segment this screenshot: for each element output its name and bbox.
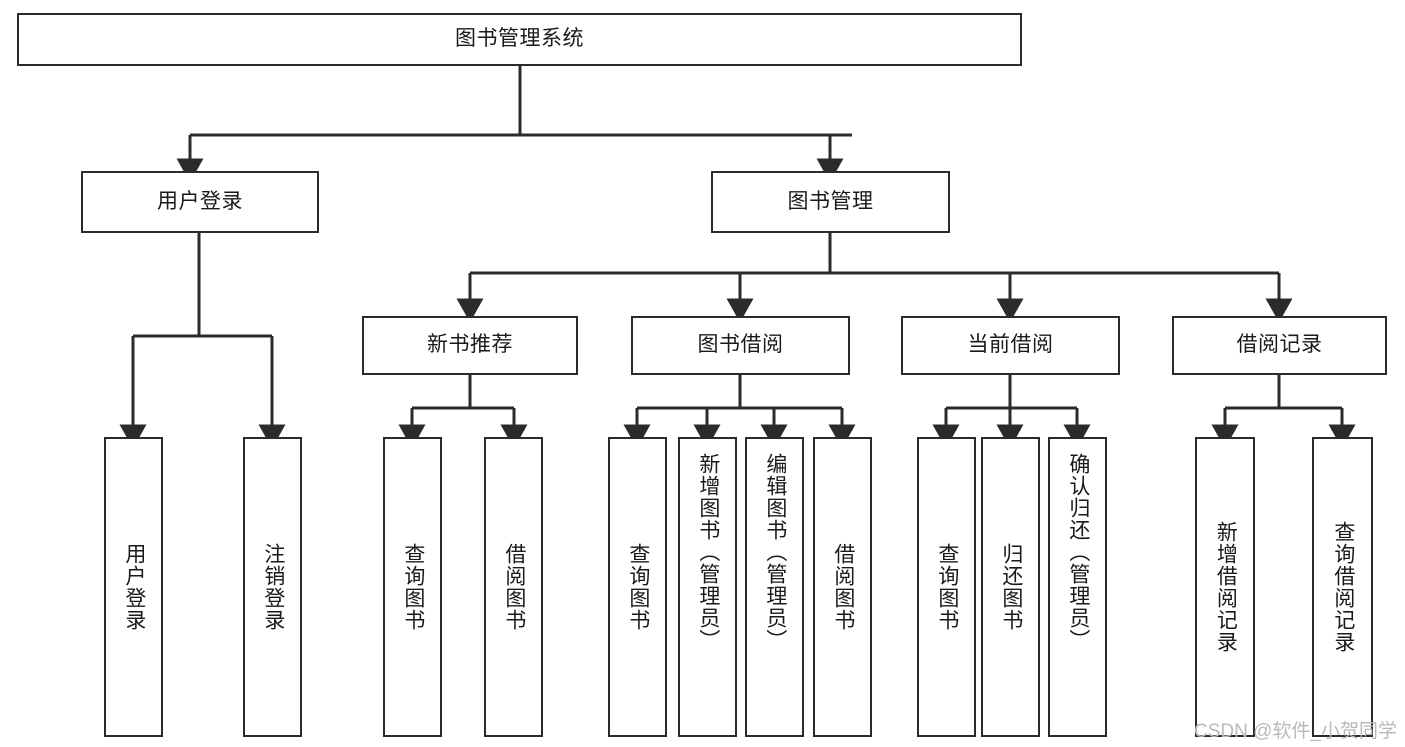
node-leaf-add-book[interactable]: 新增图书（管理员） xyxy=(678,437,737,737)
node-new-book-recommend[interactable]: 新书推荐 xyxy=(362,316,578,375)
node-leaf-return-book-label: 归还图书 xyxy=(999,543,1023,631)
node-leaf-add-record[interactable]: 新增借阅记录 xyxy=(1195,437,1255,737)
node-root-label: 图书管理系统 xyxy=(455,27,584,51)
node-leaf-edit-book-label: 编辑图书（管理员） xyxy=(763,453,787,651)
node-current-borrow-label: 当前借阅 xyxy=(967,333,1054,357)
node-book-borrow[interactable]: 图书借阅 xyxy=(631,316,850,375)
node-user-login[interactable]: 用户登录 xyxy=(81,171,319,233)
node-leaf-edit-book[interactable]: 编辑图书（管理员） xyxy=(745,437,804,737)
node-leaf-user-login-label: 用户登录 xyxy=(122,543,146,631)
node-borrow-record[interactable]: 借阅记录 xyxy=(1172,316,1387,375)
node-leaf-query-book-3-label: 查询图书 xyxy=(935,543,959,631)
node-new-book-recommend-label: 新书推荐 xyxy=(427,333,513,357)
node-leaf-query-book-1-label: 查询图书 xyxy=(401,543,425,631)
node-leaf-borrow-book-1-label: 借阅图书 xyxy=(502,543,526,631)
node-book-borrow-label: 图书借阅 xyxy=(697,333,784,357)
node-leaf-add-record-label: 新增借阅记录 xyxy=(1214,521,1238,653)
node-book-management-label: 图书管理 xyxy=(787,189,874,213)
node-leaf-query-record[interactable]: 查询借阅记录 xyxy=(1312,437,1373,737)
node-leaf-user-login[interactable]: 用户登录 xyxy=(104,437,163,737)
node-leaf-borrow-book-1[interactable]: 借阅图书 xyxy=(484,437,543,737)
node-leaf-confirm-return[interactable]: 确认归还（管理员） xyxy=(1048,437,1107,737)
node-book-management[interactable]: 图书管理 xyxy=(711,171,950,233)
node-root[interactable]: 图书管理系统 xyxy=(17,13,1022,66)
node-leaf-query-book-1[interactable]: 查询图书 xyxy=(383,437,442,737)
node-leaf-query-book-2-label: 查询图书 xyxy=(626,543,650,631)
node-leaf-borrow-book-2-label: 借阅图书 xyxy=(831,543,855,631)
node-leaf-return-book[interactable]: 归还图书 xyxy=(981,437,1040,737)
node-borrow-record-label: 借阅记录 xyxy=(1236,333,1323,357)
node-leaf-logout-login[interactable]: 注销登录 xyxy=(243,437,302,737)
node-leaf-logout-login-label: 注销登录 xyxy=(261,543,285,631)
node-leaf-query-book-2[interactable]: 查询图书 xyxy=(608,437,667,737)
node-leaf-confirm-return-label: 确认归还（管理员） xyxy=(1066,453,1090,651)
node-leaf-query-book-3[interactable]: 查询图书 xyxy=(917,437,976,737)
node-leaf-add-book-label: 新增图书（管理员） xyxy=(696,453,720,651)
node-current-borrow[interactable]: 当前借阅 xyxy=(901,316,1120,375)
node-user-login-label: 用户登录 xyxy=(157,189,243,213)
node-leaf-query-record-label: 查询借阅记录 xyxy=(1331,521,1355,653)
node-leaf-borrow-book-2[interactable]: 借阅图书 xyxy=(813,437,872,737)
